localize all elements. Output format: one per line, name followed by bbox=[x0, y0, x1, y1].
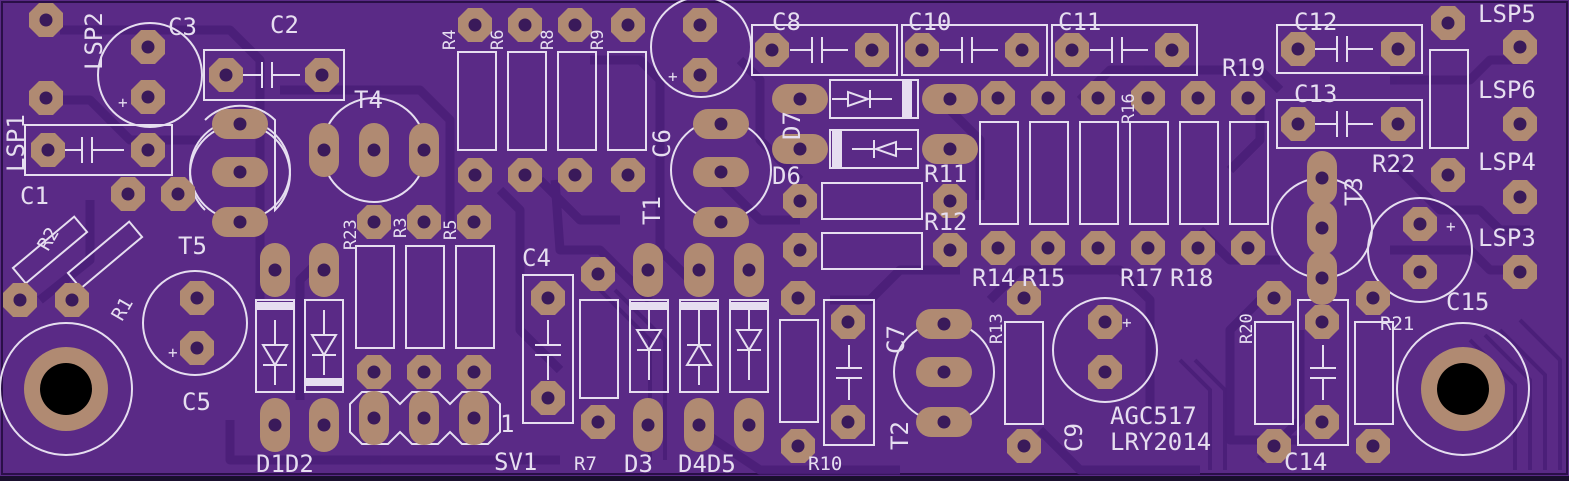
label-t3: T3 bbox=[1340, 177, 1368, 206]
label-r3: R3 bbox=[391, 218, 411, 238]
label-c4: C4 bbox=[522, 244, 551, 272]
label-r5: R5 bbox=[441, 220, 461, 240]
label-c5: C5 bbox=[182, 388, 211, 416]
polarity-c5: + bbox=[168, 343, 178, 362]
label-r18: R18 bbox=[1170, 264, 1213, 292]
diode-bands bbox=[257, 81, 912, 386]
label-r22: R22 bbox=[1372, 150, 1415, 178]
label-r7: R7 bbox=[574, 453, 597, 475]
label-r10: R10 bbox=[808, 453, 842, 475]
label-c7: C7 bbox=[882, 325, 910, 354]
label-r14: R14 bbox=[972, 264, 1015, 292]
polarity-c3: + bbox=[118, 93, 128, 112]
label-c9: C9 bbox=[1060, 423, 1088, 452]
label-sv1: SV1 bbox=[494, 448, 537, 476]
label-t1: T1 bbox=[638, 196, 666, 225]
board-designator: AGC517 bbox=[1110, 402, 1197, 430]
label-t2: T2 bbox=[886, 421, 914, 450]
mounting-hole-left bbox=[0, 322, 133, 456]
label-c3: C3 bbox=[168, 13, 197, 41]
label-d6: D6 bbox=[772, 162, 801, 190]
label-r11: R11 bbox=[924, 160, 967, 188]
label-c1: C1 bbox=[20, 182, 49, 210]
label-d7: D7 bbox=[778, 111, 806, 140]
label-r20: R20 bbox=[1237, 313, 1257, 344]
label-lsp6: LSP6 bbox=[1478, 76, 1536, 104]
polarity-c9: + bbox=[1122, 313, 1132, 332]
label-lsp4: LSP4 bbox=[1478, 148, 1536, 176]
label-lsp2: LSP2 bbox=[80, 12, 108, 70]
polarity-c6: + bbox=[668, 67, 678, 86]
board-credit: LRY2014 bbox=[1110, 428, 1211, 456]
label-c11: C11 bbox=[1058, 8, 1101, 36]
label-r19: R19 bbox=[1222, 54, 1265, 82]
label-r23: R23 bbox=[341, 219, 361, 250]
label-c14: C14 bbox=[1284, 448, 1327, 476]
label-d3: D3 bbox=[624, 450, 653, 476]
diode-symbols bbox=[261, 90, 912, 385]
mounting-hole-right bbox=[1396, 322, 1530, 456]
label-c8: C8 bbox=[772, 8, 801, 36]
label-r15: R15 bbox=[1022, 264, 1065, 292]
label-t5: T5 bbox=[178, 232, 207, 260]
label-r17: R17 bbox=[1120, 264, 1163, 292]
label-d1d2: D1D2 bbox=[256, 450, 314, 476]
label-c2: C2 bbox=[270, 11, 299, 39]
label-r13: R13 bbox=[987, 313, 1007, 344]
label-r21: R21 bbox=[1380, 313, 1414, 335]
label-r4: R4 bbox=[440, 30, 460, 50]
label-d4d5: D4D5 bbox=[678, 450, 736, 476]
label-r6: R6 bbox=[488, 30, 508, 50]
label-r8: R8 bbox=[538, 30, 558, 50]
label-lsp3: LSP3 bbox=[1478, 224, 1536, 252]
label-sv1-pin1: 1 bbox=[500, 410, 514, 438]
label-c15: C15 bbox=[1446, 288, 1489, 316]
label-r12: R12 bbox=[924, 208, 967, 236]
label-c10: C10 bbox=[908, 8, 951, 36]
polarity-c15: + bbox=[1446, 217, 1456, 236]
label-lsp5: LSP5 bbox=[1478, 0, 1536, 28]
label-t4: T4 bbox=[354, 86, 383, 114]
label-c13: C13 bbox=[1294, 80, 1337, 108]
label-r9: R9 bbox=[588, 30, 608, 50]
label-c12: C12 bbox=[1294, 8, 1337, 36]
label-lsp1: LSP1 bbox=[2, 114, 30, 172]
label-r16: R16 bbox=[1119, 93, 1139, 124]
label-c6: C6 bbox=[648, 129, 676, 158]
